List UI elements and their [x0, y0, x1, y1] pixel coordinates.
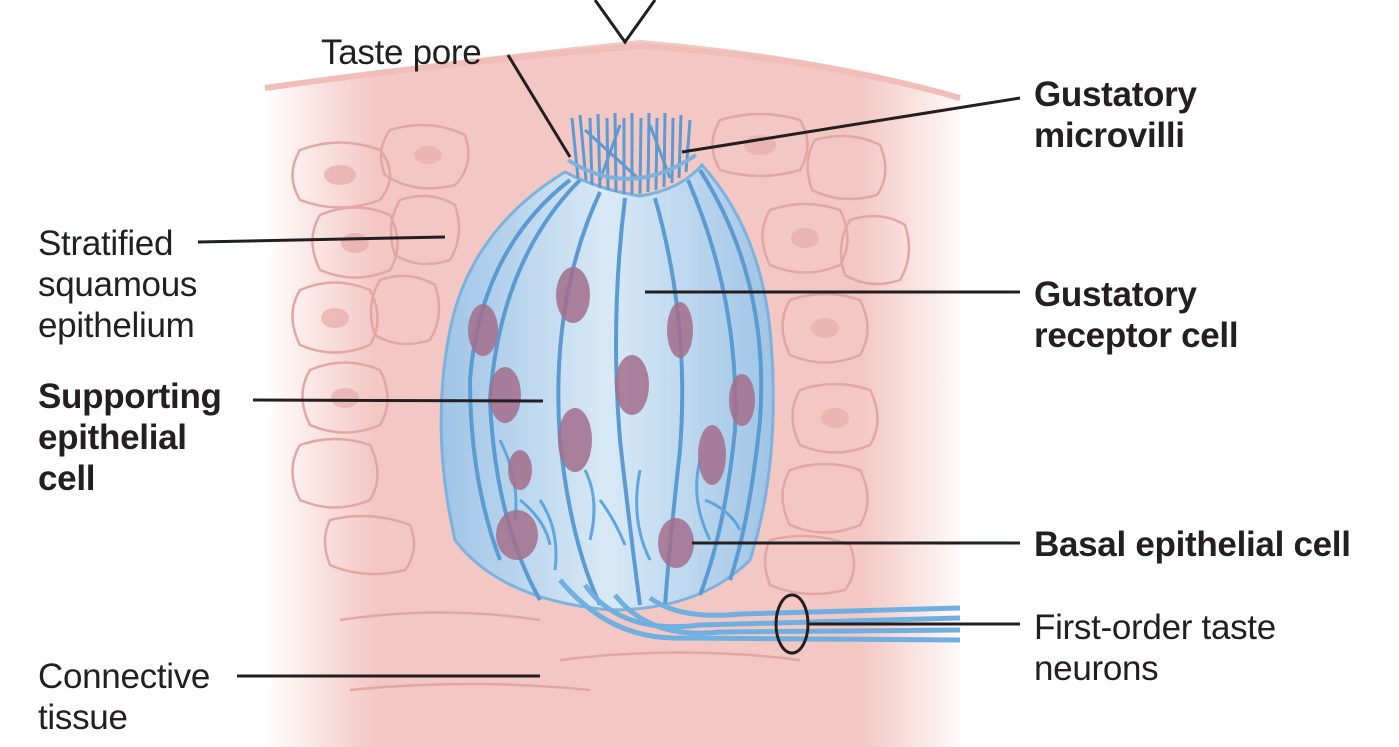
label-basal-epithelial-cell: Basal epithelial cell [1034, 525, 1351, 564]
label-supporting-epithelial-cell: Supporting epithelial cell [38, 377, 222, 498]
label-gustatory-receptor-cell: Gustatory receptor cell [1034, 275, 1239, 355]
leader-lines [197, 54, 1021, 678]
label-stratified-squamous-epithelium: Stratified squamous epithelium [38, 224, 198, 345]
label-first-order-taste-neurons: First-order taste neurons [1034, 608, 1276, 688]
squamous-nuclei [321, 135, 849, 428]
arrow-pointer-icon [593, 0, 657, 45]
label-connective-tissue: Connective tissue [38, 657, 211, 737]
label-taste-pore: Taste pore [321, 33, 482, 72]
label-gustatory-microvilli: Gustatory microvilli [1034, 75, 1197, 155]
taste-neurons [558, 578, 961, 643]
